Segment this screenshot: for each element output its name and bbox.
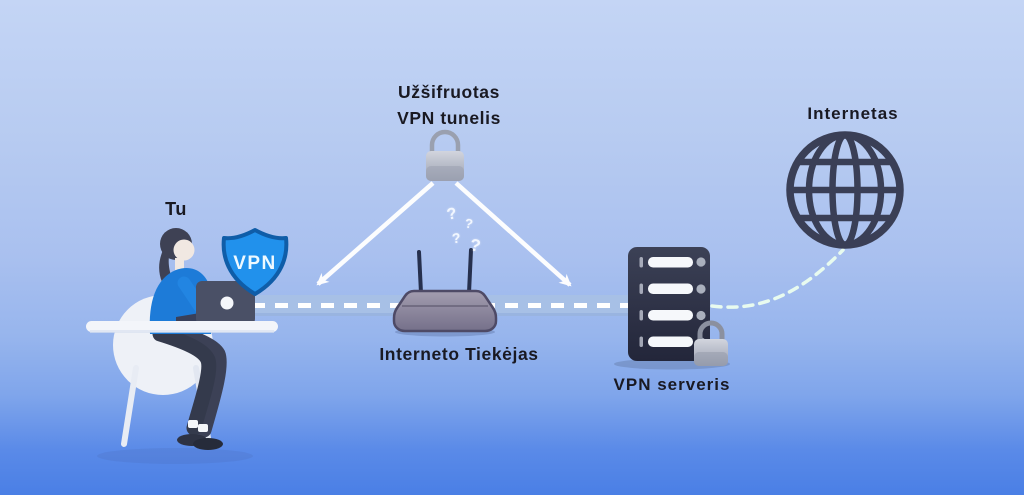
label-encrypted-tunnel-line1: Užšifruotas [398, 82, 500, 102]
neck [175, 258, 184, 270]
server-slot-row [639, 310, 706, 321]
arrow-left [316, 181, 435, 286]
server-rack-icon [614, 247, 730, 370]
label-user: Tu [165, 199, 187, 219]
shield-label: VPN [233, 253, 277, 274]
arrow-right [454, 181, 572, 287]
label-isp: Interneto Tiekėjas [379, 344, 539, 364]
server-slot-row [639, 257, 706, 268]
face [173, 239, 195, 261]
server-body [628, 247, 710, 361]
tunnel-padlock-icon [426, 129, 464, 181]
shield-vpn-icon: VPN [221, 228, 289, 296]
sock [188, 420, 198, 428]
label-internet: Internetas [807, 104, 899, 123]
desk [86, 321, 278, 333]
chair-shadow [97, 448, 253, 464]
globe-icon [786, 131, 904, 249]
question-mark: ? [451, 229, 462, 247]
shoe [193, 438, 223, 450]
label-encrypted-tunnel: Užšifruotas VPN tunelis [365, 79, 533, 131]
laptop-icon [176, 281, 255, 326]
sock [198, 424, 208, 432]
leg [152, 326, 217, 436]
router-body [392, 289, 498, 333]
label-encrypted-tunnel-line2: VPN tunelis [397, 108, 501, 128]
router-antenna [467, 248, 473, 295]
laptop-logo [220, 296, 234, 310]
label-vpn-server: VPN serveris [613, 375, 731, 394]
server-internet-link [710, 248, 845, 309]
router-icon [392, 248, 498, 337]
server-slot-row [639, 283, 706, 294]
router-antenna [417, 250, 423, 295]
server-padlock-icon [694, 320, 728, 366]
